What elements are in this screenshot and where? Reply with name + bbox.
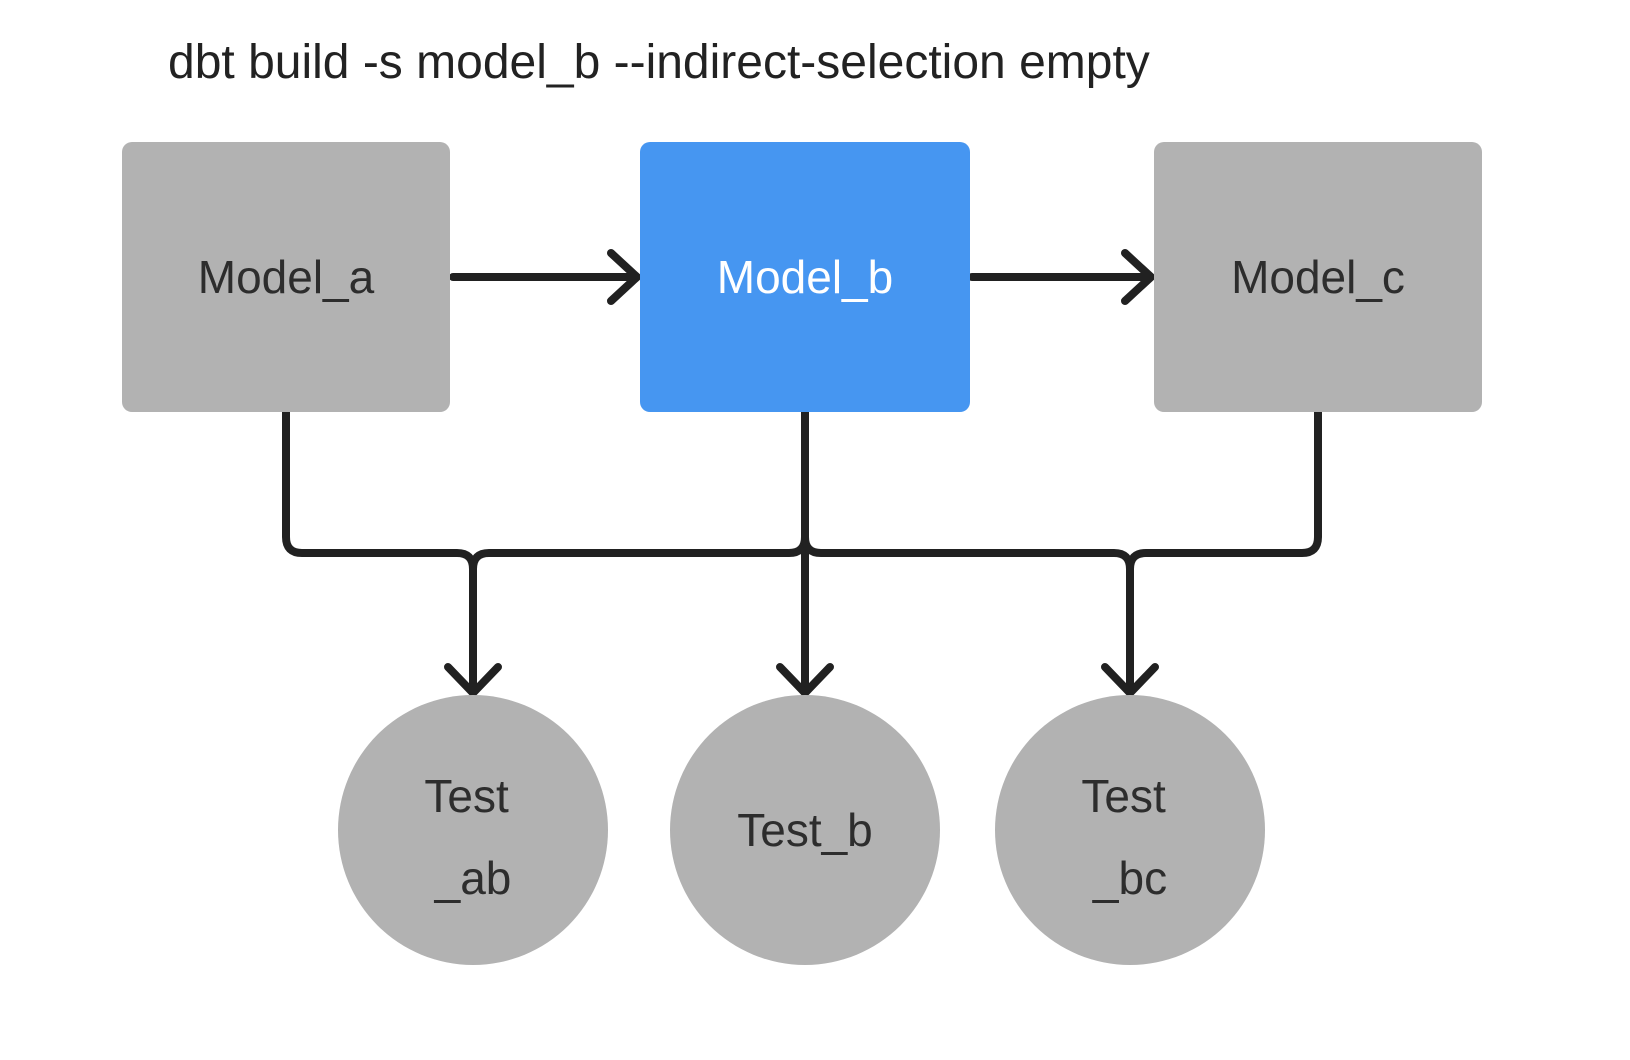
test-ab-label-line1: Test (424, 770, 509, 822)
test-b-label: Test_b (737, 804, 873, 856)
model-b-label: Model_b (717, 251, 893, 303)
test-bc-label-line2: _bc (1092, 852, 1167, 904)
model-a-label: Model_a (198, 251, 375, 303)
edge-model-a-to-model-b (449, 249, 641, 305)
model-b-node (640, 142, 970, 412)
model-c-label: Model_c (1231, 251, 1405, 303)
edge-model-c-to-test-bc (1126, 408, 1322, 614)
arrowhead-test-bc-icon (1101, 663, 1159, 697)
test-bc-node (995, 695, 1265, 965)
diagram-title: dbt build -s model_b --indirect-selectio… (168, 36, 1150, 89)
arrowhead-test-ab-icon (444, 663, 502, 697)
edge-model-b-to-model-c (968, 249, 1155, 305)
test-ab-node (338, 695, 608, 965)
test-ab-label-line2: _ab (434, 852, 512, 904)
arrowhead-test-b-icon (776, 663, 834, 697)
model-c-node (1154, 142, 1482, 412)
test-b-node (670, 695, 940, 965)
model-a-node (122, 142, 450, 412)
test-bc-label-line1: Test (1081, 770, 1166, 822)
test-bc-label: Test _bc (1081, 770, 1178, 904)
test-ab-label: Test _ab (424, 770, 521, 904)
